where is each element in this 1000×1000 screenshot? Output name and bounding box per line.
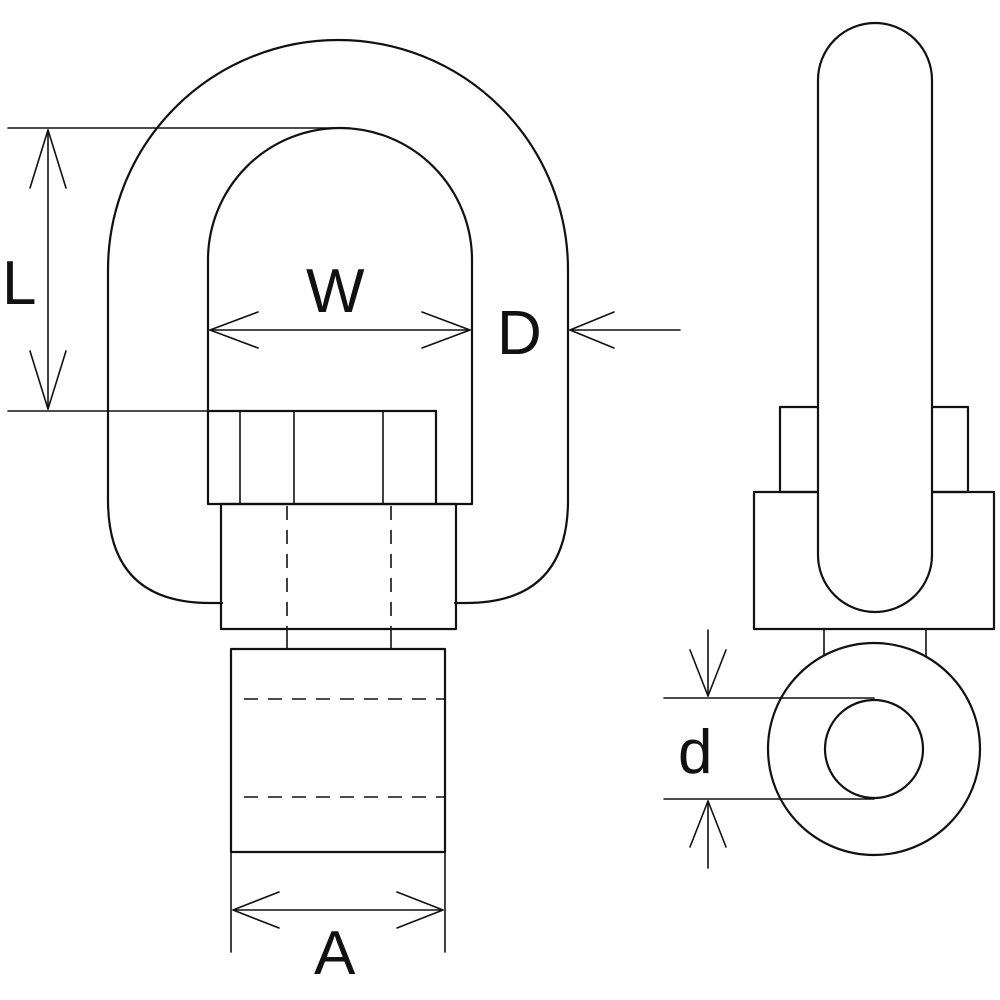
- front-view: [106, 38, 570, 854]
- dimension-A: A: [230, 851, 446, 988]
- label-D: D: [497, 299, 542, 368]
- swivel-body: [219, 502, 458, 631]
- side-view: [752, 21, 996, 857]
- side-ring-inner: [823, 698, 925, 800]
- dimension-W: W: [209, 257, 471, 349]
- A-right-arrowhead: [396, 891, 444, 929]
- dimension-d: d: [663, 629, 875, 869]
- W-left-arrowhead: [209, 311, 259, 349]
- eye-outer-outline: [106, 38, 570, 605]
- threaded-shank: [229, 647, 447, 854]
- dimension-L: L: [2, 127, 341, 412]
- d-bottom-arrowhead: [689, 800, 727, 848]
- label-d: d: [678, 718, 712, 787]
- eye-inner-outline: [206, 126, 474, 506]
- nut-inside-eye: [206, 409, 438, 506]
- side-eye-loop: [816, 21, 934, 614]
- A-left-arrowhead: [232, 891, 280, 929]
- d-top-arrowhead: [689, 649, 727, 697]
- W-right-arrowhead: [421, 311, 471, 349]
- label-A: A: [314, 919, 356, 988]
- L-bottom-arrowhead: [29, 350, 67, 410]
- dimension-D: D: [497, 299, 681, 368]
- D-arrowhead: [569, 311, 615, 349]
- label-W: W: [306, 257, 365, 326]
- label-L: L: [2, 249, 36, 318]
- L-top-arrowhead: [29, 129, 67, 189]
- side-ring-outer: [766, 641, 982, 857]
